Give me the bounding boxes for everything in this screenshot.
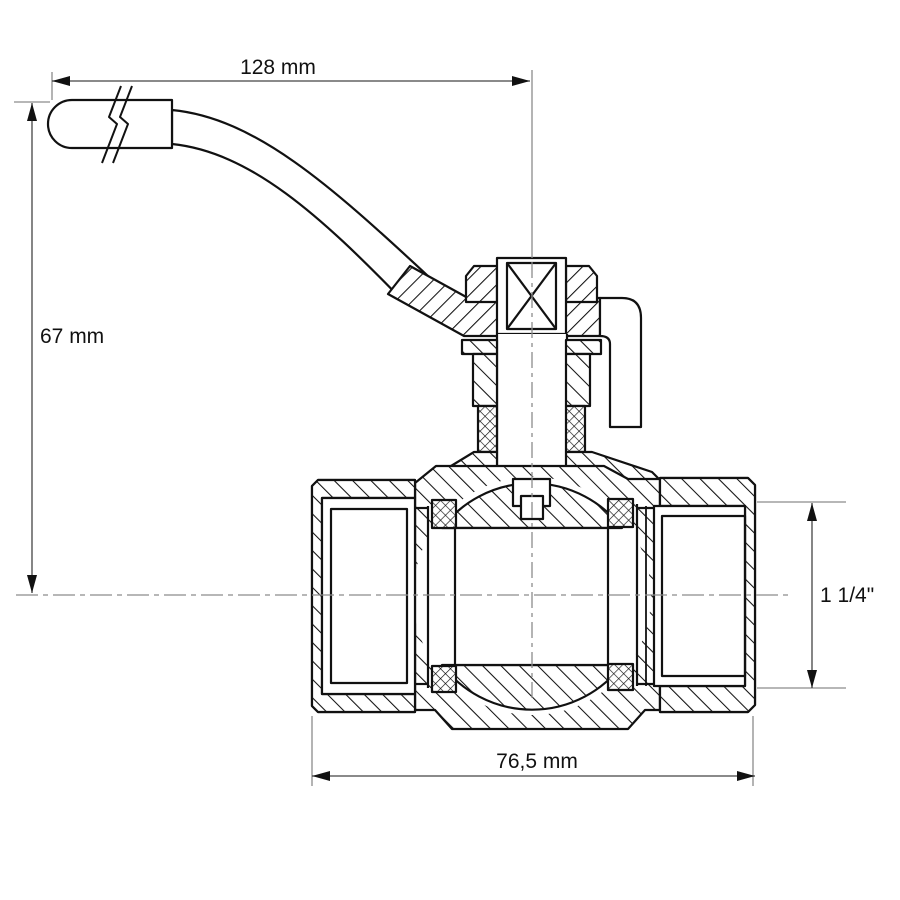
break-symbol-line — [101, 85, 122, 164]
arrowhead-right — [737, 771, 755, 781]
arrowhead-up — [27, 103, 37, 121]
dimension-handle-length: 128 mm — [52, 56, 530, 86]
bonnet-flange-right — [564, 338, 603, 356]
centerlines-group — [14, 70, 846, 786]
dimension-body-width: 76,5 mm — [312, 750, 755, 781]
handle-grip — [46, 98, 174, 150]
bonnet-wall-right — [564, 352, 592, 408]
nut-flat-right — [564, 264, 599, 304]
arrowhead-up — [807, 503, 817, 521]
seat-seal — [430, 664, 458, 694]
overall-height-label: 67 mm — [40, 325, 104, 348]
right-port-thread-inner — [660, 514, 747, 678]
seat-seal — [430, 498, 458, 530]
arrowhead-left — [52, 76, 70, 86]
valve-body-group — [310, 464, 757, 731]
handle-length-label: 128 mm — [240, 56, 316, 79]
arrowhead-left — [312, 771, 330, 781]
right-port-thread-outer — [652, 504, 747, 688]
handle-group — [46, 85, 643, 429]
arrowhead-right — [512, 76, 530, 86]
port-size-label: 1 1/4" — [820, 584, 874, 607]
seat-seal — [606, 662, 635, 692]
left-port-thread-inner — [329, 507, 409, 685]
arrowhead-down — [807, 670, 817, 688]
left-port-thread-outer — [320, 496, 417, 696]
stem-seal-right — [564, 404, 587, 454]
bonnet-flange-left — [460, 338, 499, 356]
handle-end-tab — [598, 296, 643, 429]
arrowhead-down — [27, 575, 37, 593]
dimension-port-size: 1 1/4" — [807, 503, 874, 688]
dimension-overall-height: 67 mm — [27, 103, 104, 593]
body-width-label: 76,5 mm — [496, 750, 578, 773]
bonnet-wall-left — [471, 352, 499, 408]
nut-flat-left — [464, 264, 499, 304]
seat-seal — [606, 497, 635, 529]
break-symbol-line — [112, 85, 133, 164]
stem-seal-left — [476, 404, 499, 454]
